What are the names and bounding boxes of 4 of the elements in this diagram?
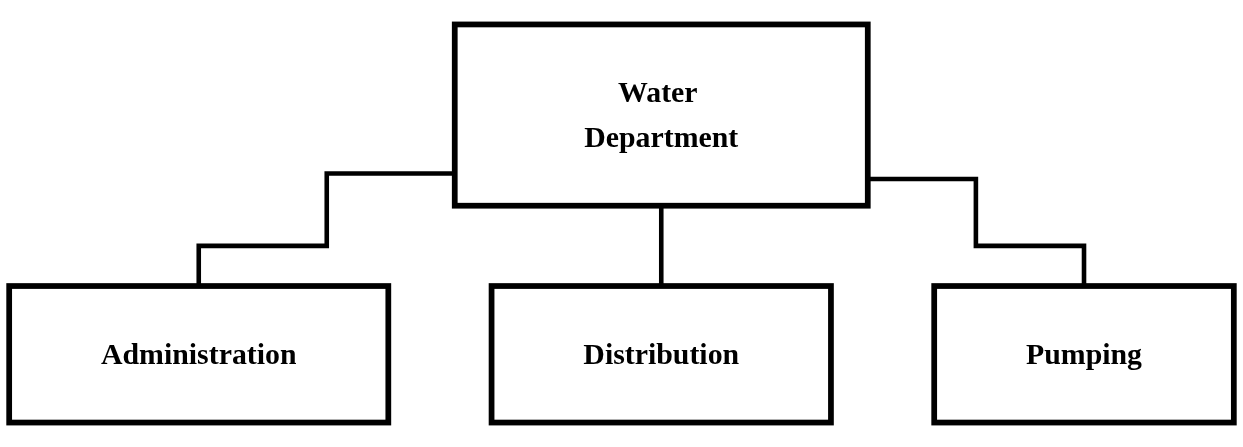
node-box: Pumping [931, 283, 1237, 426]
node-box: Distribution [488, 283, 834, 426]
node-box: Water Department [451, 21, 871, 209]
node-box: Administration [6, 283, 392, 426]
